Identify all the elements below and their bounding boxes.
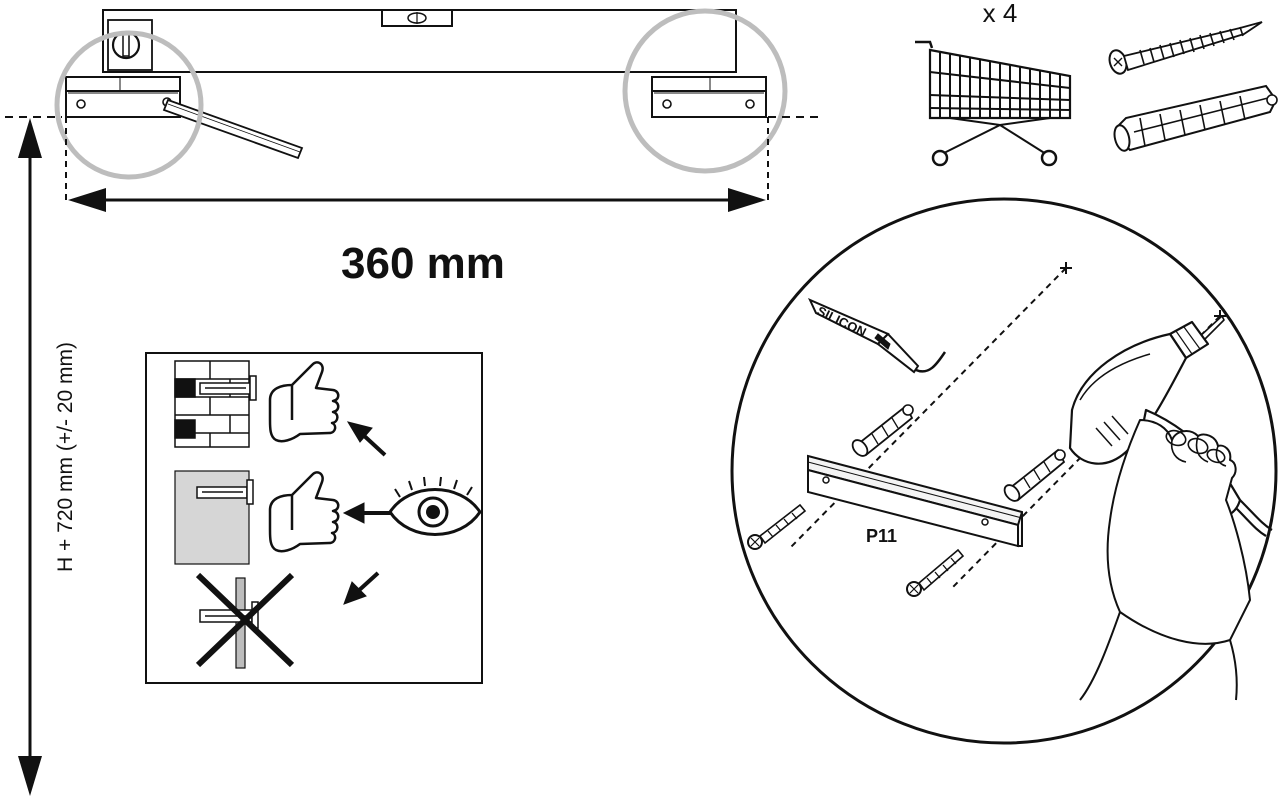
arrow-icon	[342, 502, 393, 524]
thumbs-up-icon	[268, 471, 340, 553]
shopping-cart-icon	[915, 40, 1072, 167]
solid-wall-panel	[174, 470, 250, 565]
rail-p11	[807, 454, 1023, 548]
arrow-icon	[346, 421, 387, 457]
cabinet-adjuster-icon	[107, 19, 153, 71]
target-mark-icon	[1060, 262, 1072, 274]
anchor-plug-icon	[199, 375, 257, 401]
screw-icon	[747, 503, 807, 550]
screw-icon	[1108, 21, 1263, 75]
left-mounting-rail	[65, 76, 181, 118]
anchor-plug-icon	[196, 479, 254, 505]
installation-detail: SILICON	[730, 197, 1278, 745]
silicon-tube-icon	[807, 298, 947, 374]
wall-plug-icon	[1113, 84, 1278, 152]
width-dimension-arrow	[68, 188, 766, 212]
screw-icon	[906, 548, 965, 597]
wall-plug-icon	[1003, 448, 1066, 502]
kit-contents: x 4	[915, 0, 1278, 167]
spirit-level-icon	[381, 9, 453, 27]
left-highlight-circle	[54, 30, 204, 180]
cabinet-mounting-view: 360 mm	[5, 8, 822, 288]
thumbs-up-icon	[268, 361, 340, 443]
cross-icon	[195, 572, 295, 668]
part-label: P11	[866, 526, 897, 546]
width-label: 360 mm	[341, 239, 505, 288]
height-label: H + 720 mm (+/- 20 mm)	[54, 342, 77, 572]
wall-plug-icon	[851, 404, 914, 457]
brick-wall-icon	[174, 360, 250, 448]
arrow-icon	[343, 571, 380, 605]
hand-icon	[1079, 419, 1251, 701]
right-mounting-rail	[651, 76, 767, 118]
quantity-label: x 4	[983, 0, 1018, 28]
eye-icon	[388, 476, 482, 536]
height-dimension: H + 720 mm (+/- 20 mm)	[18, 118, 77, 796]
wall-type-inset	[145, 352, 483, 684]
right-highlight-circle	[622, 8, 788, 174]
